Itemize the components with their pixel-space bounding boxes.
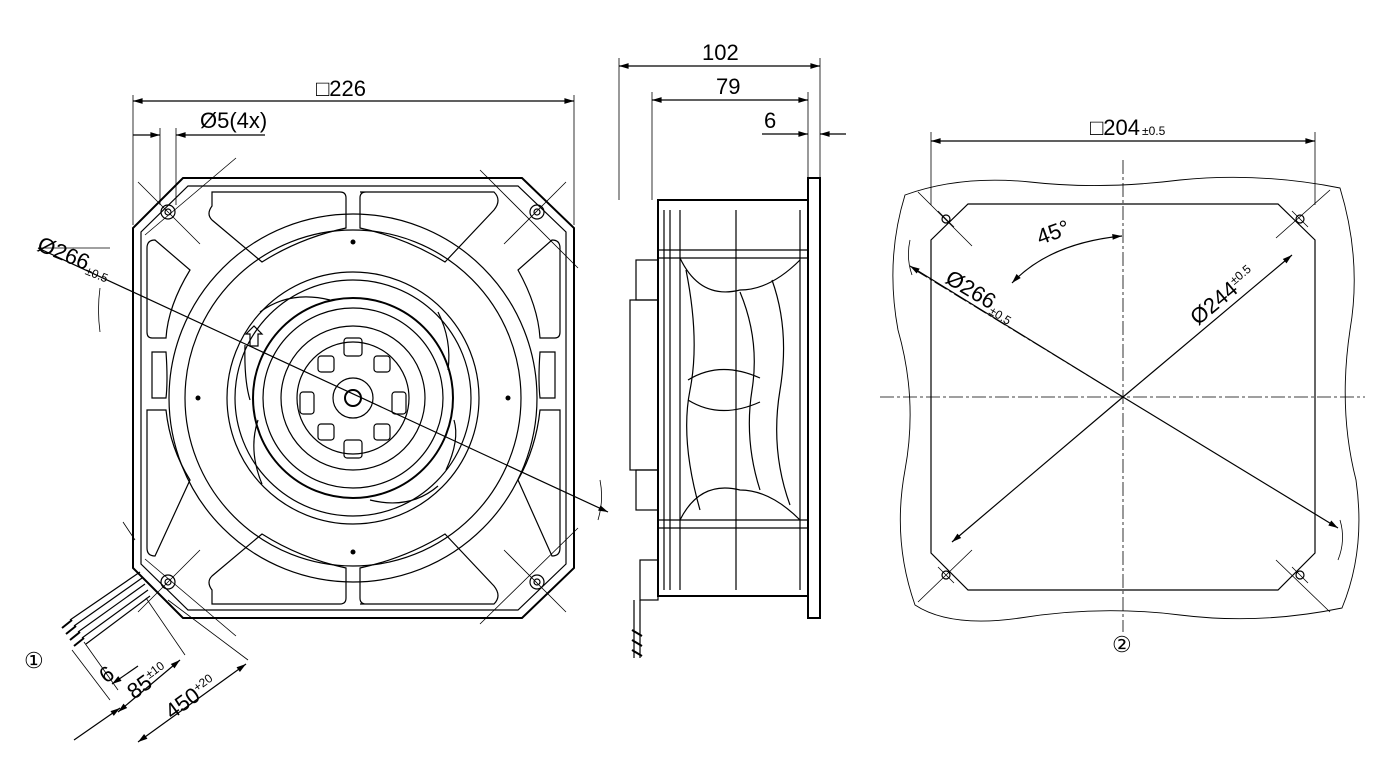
callout-2: ② xyxy=(1112,632,1132,657)
mounting-hole-tr xyxy=(529,204,545,220)
cutout-width-label: □204±0.5 xyxy=(1090,115,1166,140)
hole-label: Ø5(4x) xyxy=(200,108,267,133)
cutout-hole-tl xyxy=(937,210,955,228)
cable-85-label: 85±10 xyxy=(122,658,173,705)
cutout-hole-br xyxy=(1291,566,1309,584)
mounting-hole-tl xyxy=(160,204,176,220)
mounting-hole-br xyxy=(529,574,545,590)
cable-bundle xyxy=(61,571,151,647)
cutout-diameter-266-label: Ø266±0.5 xyxy=(940,265,1020,328)
cutout-hole-tr xyxy=(1291,210,1309,228)
cutout-diameter-244-label: Ø244±0.5 xyxy=(1185,261,1260,330)
depth-total-label: 102 xyxy=(702,40,739,65)
callout-1: ① xyxy=(24,648,44,673)
cutout-view: □204±0.5 45° Ø266±0.5 Ø244± xyxy=(880,115,1365,657)
mounting-plate-outline xyxy=(892,176,1360,622)
side-view: 102 79 6 xyxy=(618,40,846,658)
mounting-hole-bl xyxy=(160,574,176,590)
diameter-266-label: Ø266±0.5 xyxy=(33,231,115,285)
flange-label: 6 xyxy=(764,108,776,133)
cutout-shape xyxy=(930,203,1316,591)
front-view: □226 Ø5(4x) xyxy=(24,76,609,743)
depth-body-label: 79 xyxy=(716,74,740,99)
flange-plate xyxy=(807,177,821,619)
cable-450-label: 450+20 xyxy=(160,670,221,724)
fan-housing xyxy=(132,177,575,619)
width-label: □226 xyxy=(316,76,366,101)
angle-label: 45° xyxy=(1033,215,1073,250)
